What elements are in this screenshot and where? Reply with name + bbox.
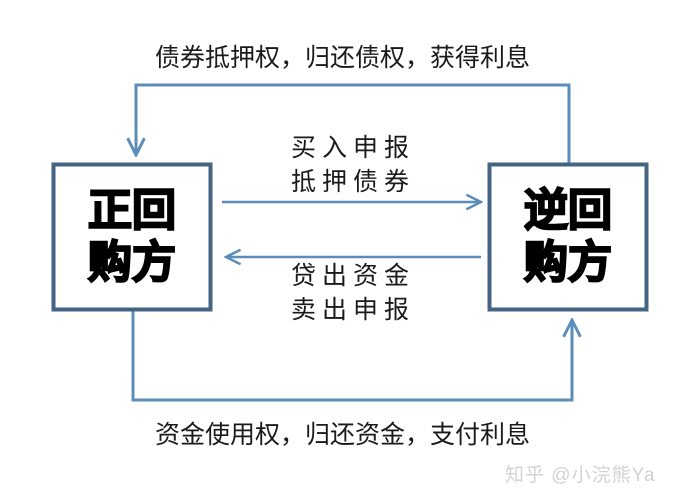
node-forward-repo-party[interactable]: 正回 购方 bbox=[52, 163, 212, 311]
edge-label-top-collateral: 债券抵押权，归还债权，获得利息 bbox=[154, 44, 530, 72]
edge-label-mid-upper-line2: 抵押债券 bbox=[290, 168, 415, 196]
edge-top-collateral bbox=[136, 83, 571, 163]
edge-label-bottom-funds: 资金使用权，归还资金，支付利息 bbox=[154, 421, 530, 449]
edge-bottom-path bbox=[131, 311, 572, 402]
node-reverse-repo-party-line2: 购方 bbox=[523, 236, 613, 289]
edge-label-mid-upper-line1: 买入申报 bbox=[290, 134, 415, 162]
edge-top-path bbox=[136, 83, 571, 163]
edge-label-mid-upper: 买入申报 抵押债券 bbox=[230, 131, 470, 199]
watermark: 知乎 @小浣熊Ya bbox=[505, 465, 656, 486]
node-forward-repo-party-line1: 正回 bbox=[87, 184, 177, 237]
edge-bottom-funds bbox=[131, 311, 572, 402]
node-box-outline-right bbox=[487, 162, 649, 312]
node-reverse-repo-party-line1: 逆回 bbox=[523, 184, 613, 237]
edge-label-mid-lower: 贷出资金 卖出申报 bbox=[230, 259, 470, 327]
node-forward-repo-party-line2: 购方 bbox=[87, 236, 177, 289]
edge-label-mid-lower-line1: 贷出资金 bbox=[290, 262, 415, 290]
node-reverse-repo-party[interactable]: 逆回 购方 bbox=[488, 163, 648, 311]
node-box-outline-left bbox=[51, 162, 213, 312]
edge-label-mid-lower-line2: 卖出申报 bbox=[290, 296, 415, 324]
